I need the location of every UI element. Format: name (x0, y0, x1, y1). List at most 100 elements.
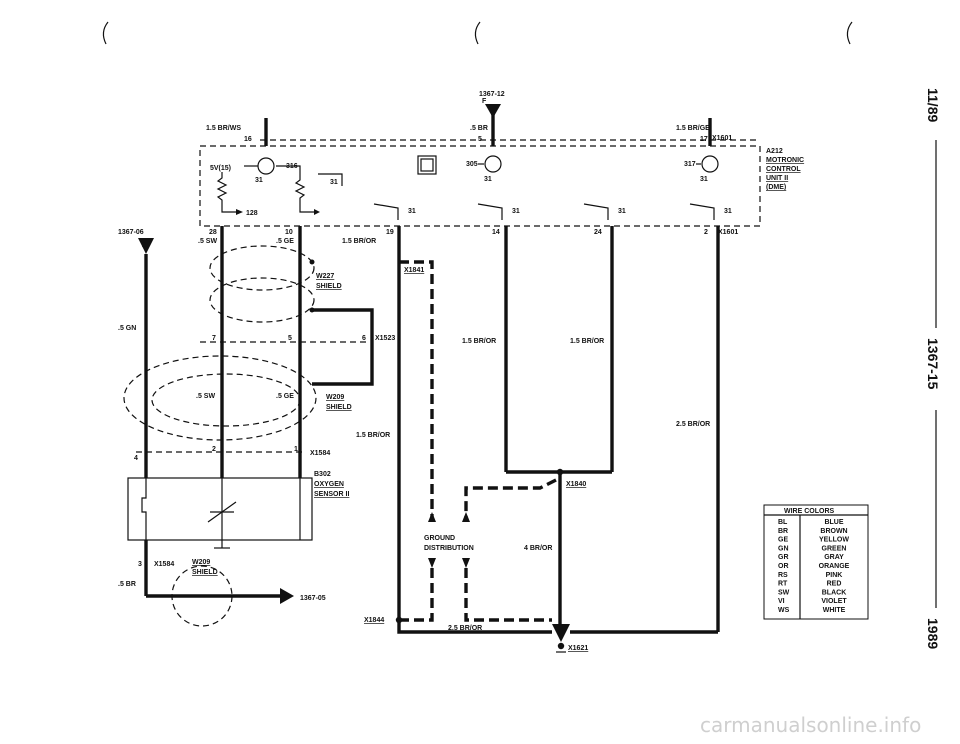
component-line: UNIT II (766, 175, 788, 182)
ground-label: 31 (408, 208, 416, 215)
legend-title: WIRE COLORS (784, 508, 834, 515)
arrow-y (280, 588, 294, 604)
side-date: 11/89 (925, 88, 941, 122)
connector-x1841: X1841 (404, 267, 424, 274)
pin-label: 10 (285, 229, 293, 236)
legend-code: VI (778, 598, 785, 605)
wire-x1841-loop (399, 260, 434, 520)
wire-label: 2.5 BR/OR (676, 421, 710, 428)
connector-x1584-lower: X1584 (154, 561, 174, 568)
control-unit-box (199, 145, 761, 227)
legend-color-name: PINK (826, 572, 843, 579)
connector-x1840: X1840 (566, 481, 586, 488)
pin-label: 7 (212, 335, 216, 342)
wire-label: .5 GE (276, 238, 294, 245)
wire-label: .5 BR (470, 125, 488, 132)
ground-label: 31 (700, 176, 708, 183)
pin-label: 2 (212, 446, 216, 453)
component-line: MOTRONIC (766, 157, 804, 164)
scan-mark (102, 21, 109, 45)
shield-w209-inner (151, 373, 301, 427)
legend-code: SW (778, 589, 790, 596)
oxygen-sensor-label: B302 OXYGEN SENSOR II (314, 471, 349, 498)
ground-label: 31 (484, 176, 492, 183)
ground-label: DISTRIBUTION (424, 545, 474, 552)
shield-id: W227 (316, 273, 334, 280)
wire-label: 1.5 BR/OR (342, 238, 376, 245)
connector-x1844: X1844 (364, 617, 384, 624)
legend-color-name: GRAY (824, 554, 844, 561)
connector-x1601-top: X1601 (712, 135, 732, 142)
watermark: carmanualsonline.info (700, 713, 921, 737)
ground-label: 31 (618, 208, 626, 215)
connector-ref: 1367-12 (479, 91, 505, 98)
legend-color-name: RED (827, 581, 842, 588)
wire-label: .5 SW (196, 393, 215, 400)
sensor-line: OXYGEN (314, 481, 344, 488)
pin-label: 2 (704, 229, 708, 236)
shield-id: W209 (192, 559, 210, 566)
internal-circuit: 5V(15) 128 316 31 31 305 31 317 31 31 31… (210, 155, 732, 220)
legend-code: RT (778, 581, 788, 588)
legend-color-name: VIOLET (821, 598, 847, 605)
pin-label: 6 (362, 335, 366, 342)
connector-ref: 1367-06 (118, 229, 144, 236)
wire-label: 4 BR/OR (524, 545, 552, 552)
pin-label: 5 (478, 136, 482, 143)
connector-x1584-upper: X1584 (310, 450, 330, 457)
legend-color-name: GREEN (822, 545, 847, 552)
ground-label: 31 (512, 208, 520, 215)
ground-label: GROUND (424, 535, 455, 542)
wire-label: .5 SW (198, 238, 217, 245)
legend-code: OR (778, 563, 789, 570)
arrow-letter: Y (283, 594, 288, 601)
scan-mark (846, 21, 853, 45)
wire-label: 1.5 BR/OR (462, 338, 496, 345)
transistor-label: 305 (466, 161, 478, 168)
legend-code: BL (778, 519, 788, 526)
wire-label: 1.5 BR/GE (676, 125, 710, 132)
component-line: CONTROL (766, 166, 801, 173)
pin-label: 24 (594, 229, 602, 236)
arrow-letter: F (482, 98, 487, 105)
shield-id: W209 (326, 394, 344, 401)
pin-label: 4 (134, 455, 138, 462)
side-year: 1989 (925, 618, 941, 649)
component-id: A212 (766, 148, 783, 155)
pin-label: 3 (138, 561, 142, 568)
legend-color-name: BROWN (820, 528, 847, 535)
side-page: 1367-15 (925, 338, 941, 390)
legend-color-name: BLACK (822, 589, 847, 596)
wire-label: 2.5 BR/OR (448, 625, 482, 632)
pin-label: 1 (294, 446, 298, 453)
legend-color-name: BLUE (824, 519, 843, 526)
legend-code: WS (778, 607, 790, 614)
connector-ref: 1367-05 (300, 595, 326, 602)
connector-x1601-bottom: X1601 (718, 229, 738, 236)
wire-label: .5 GN (118, 325, 136, 332)
arrow-f (485, 104, 501, 118)
arrow-letter: Z (142, 242, 147, 249)
wire-label: .5 BR (118, 581, 136, 588)
legend-code: BR (778, 528, 788, 535)
ground-label: 31 (330, 179, 338, 186)
arrow-z (138, 238, 154, 254)
legend-code: RS (778, 572, 788, 579)
sensor-line: SENSOR II (314, 491, 349, 498)
ground-label: 31 (724, 208, 732, 215)
shield-label: SHIELD (316, 283, 342, 290)
legend-code: GR (778, 554, 789, 561)
connector-x1621: X1621 (568, 645, 588, 652)
wire-label: 1.5 BR/OR (570, 338, 604, 345)
transistor-label: 317 (684, 161, 696, 168)
pin-label: 5 (288, 335, 292, 342)
control-unit-label: A212 MOTRONIC CONTROL UNIT II (DME) (766, 148, 804, 191)
wire-label: 1.5 BR/OR (356, 432, 390, 439)
ground-label: 31 (255, 177, 263, 184)
wire-shield-w227 (312, 308, 374, 386)
connector-x1523: X1523 (375, 335, 395, 342)
oxygen-sensor-box (127, 477, 313, 541)
shield-label: SHIELD (326, 404, 352, 411)
